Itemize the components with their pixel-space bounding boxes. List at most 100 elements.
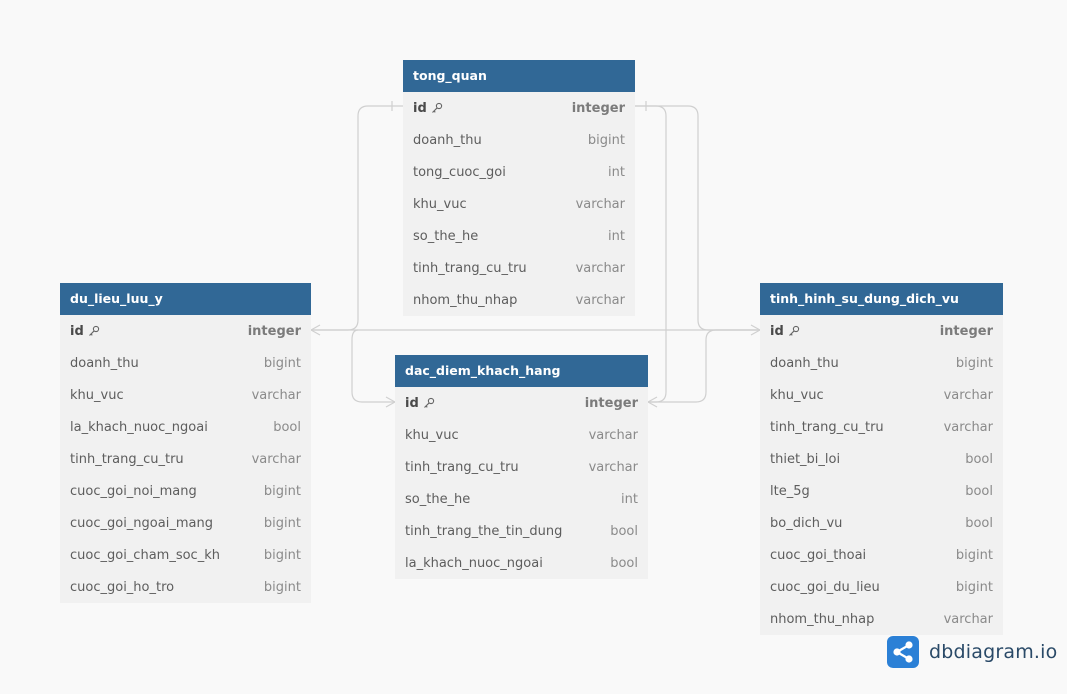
column-name-text: cuoc_goi_ngoai_mang [70, 515, 213, 531]
column-name-text: tong_cuoc_goi [413, 164, 506, 180]
column-type: bigint [263, 579, 301, 595]
key-icon [431, 102, 443, 114]
column-row[interactable]: doanh_thu bigint [60, 347, 311, 379]
column-name: khu_vuc [413, 197, 467, 212]
column-type: bool [965, 483, 993, 499]
column-name: la_khach_nuoc_ngoai [70, 420, 208, 435]
column-type: bool [610, 555, 638, 571]
column-name-text: la_khach_nuoc_ngoai [70, 419, 208, 435]
column-row[interactable]: bo_dich_vu bool [760, 507, 1003, 539]
key-icon [88, 325, 100, 337]
column-type: bigint [263, 547, 301, 563]
column-type: bigint [955, 547, 993, 563]
column-name-text: cuoc_goi_cham_soc_kh [70, 547, 220, 563]
column-name-text: thiet_bi_loi [770, 451, 841, 467]
table-header[interactable]: tong_quan [403, 60, 635, 92]
relationship-line [635, 105, 760, 331]
column-name-text: so_the_he [405, 491, 471, 507]
many-marker [750, 324, 761, 336]
column-row[interactable]: so_the_he int [395, 483, 648, 515]
column-name: cuoc_goi_ngoai_mang [70, 516, 213, 531]
column-row[interactable]: cuoc_goi_cham_soc_kh bigint [60, 539, 311, 571]
many-marker [310, 324, 321, 336]
column-row[interactable]: tinh_trang_cu_tru varchar [60, 443, 311, 475]
column-name-text: khu_vuc [70, 387, 124, 403]
key-icon [423, 397, 435, 409]
column-name-text: tinh_trang_cu_tru [405, 459, 519, 475]
column-name: tinh_trang_cu_tru [770, 420, 884, 435]
column-name: cuoc_goi_du_lieu [770, 580, 880, 595]
column-name-text: khu_vuc [405, 427, 459, 443]
column-name: doanh_thu [413, 133, 482, 148]
relationship-line [311, 105, 403, 331]
column-name-text: doanh_thu [70, 355, 139, 371]
column-row[interactable]: cuoc_goi_thoai bigint [760, 539, 1003, 571]
column-row[interactable]: cuoc_goi_ho_tro bigint [60, 571, 311, 603]
column-name: tinh_trang_cu_tru [413, 261, 527, 276]
table-header[interactable]: dac_diem_khach_hang [395, 355, 648, 387]
share-nodes-icon [887, 636, 919, 668]
column-name: nhom_thu_nhap [770, 612, 874, 627]
column-name: cuoc_goi_thoai [770, 548, 866, 563]
column-type: int [608, 164, 625, 180]
column-name-text: cuoc_goi_ho_tro [70, 579, 175, 595]
column-name: tinh_trang_cu_tru [70, 452, 184, 467]
relationship-line [351, 329, 395, 403]
table-header[interactable]: du_lieu_luu_y [60, 283, 311, 315]
column-type: bool [610, 523, 638, 539]
column-row[interactable]: tinh_trang_cu_tru varchar [395, 451, 648, 483]
column-name-text: la_khach_nuoc_ngoai [405, 555, 543, 571]
column-type: varchar [588, 459, 638, 475]
table-header[interactable]: tinh_hinh_su_dung_dich_vu [760, 283, 1003, 315]
column-name-text: doanh_thu [413, 132, 482, 148]
column-row[interactable]: tong_cuoc_goi int [403, 156, 635, 188]
column-name: bo_dich_vu [770, 516, 842, 531]
column-row[interactable]: la_khach_nuoc_ngoai bool [395, 547, 648, 579]
brand[interactable]: dbdiagram.io [887, 636, 1057, 668]
column-type: bigint [263, 355, 301, 371]
column-type: bigint [263, 483, 301, 499]
column-type: varchar [251, 451, 301, 467]
column-name: id [70, 324, 100, 339]
column-name-text: bo_dich_vu [770, 515, 843, 531]
column-name: so_the_he [405, 492, 470, 507]
column-name-text: id [413, 100, 427, 116]
column-name-text: id [70, 323, 84, 339]
column-name-text: tinh_trang_cu_tru [70, 451, 184, 467]
column-type: varchar [943, 387, 993, 403]
column-name-text: cuoc_goi_thoai [770, 547, 867, 563]
column-name: khu_vuc [70, 388, 124, 403]
column-name-text: id [770, 323, 784, 339]
column-type: bool [965, 515, 993, 531]
column-type: int [621, 491, 638, 507]
column-name: cuoc_goi_ho_tro [70, 580, 174, 595]
column-name: doanh_thu [770, 356, 839, 371]
